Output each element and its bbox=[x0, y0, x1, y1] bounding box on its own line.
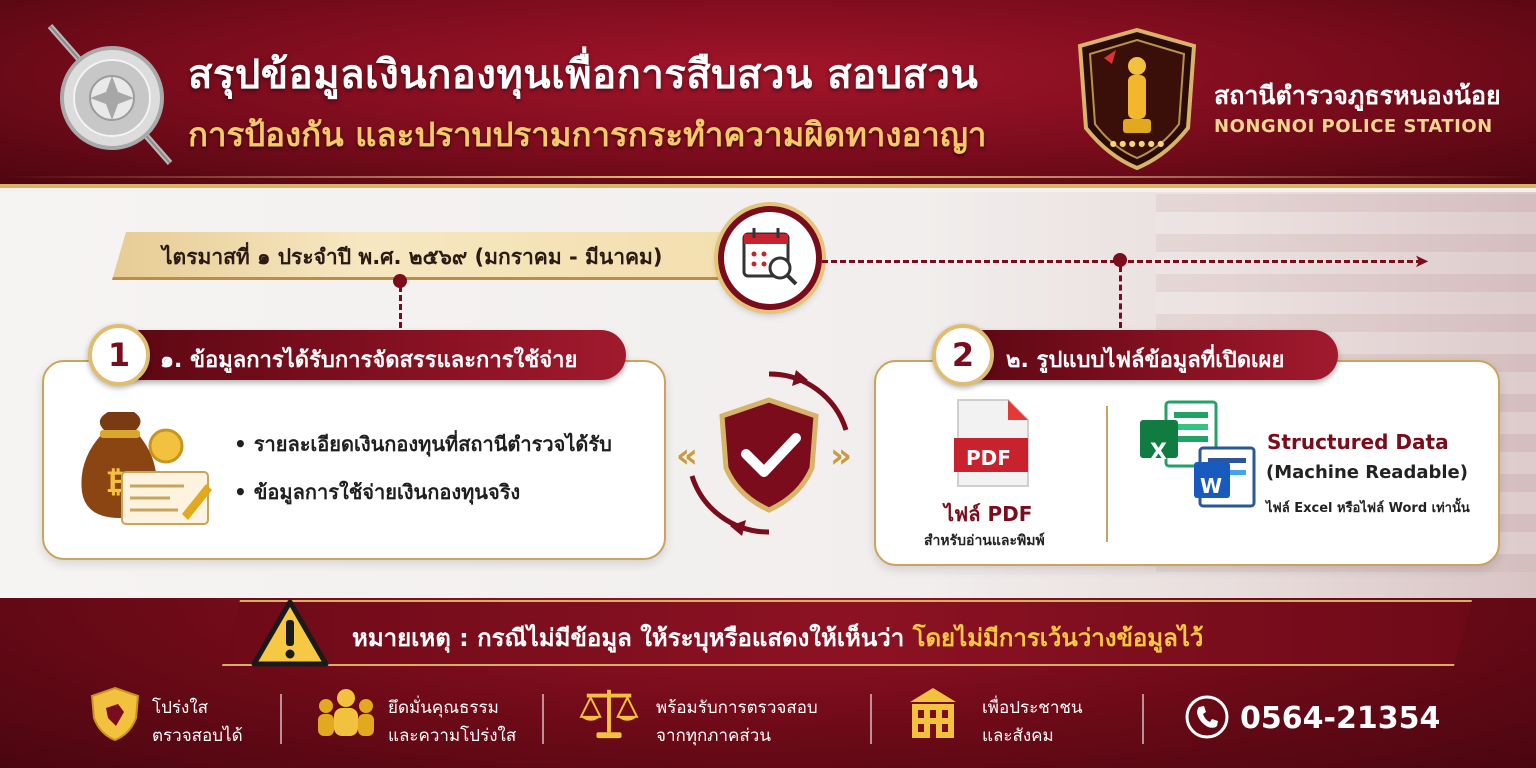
shield-icon bbox=[90, 686, 140, 742]
timeline-arrow-icon: ➤ bbox=[1414, 251, 1430, 272]
footer-item-line2: และสังคม bbox=[982, 726, 1054, 746]
excel-word-icon bbox=[1140, 400, 1256, 508]
note-prefix: หมายเหตุ : กรณีไม่มีข้อมูล ให้ระบุหรือแส… bbox=[352, 624, 913, 652]
police-emblem-icon bbox=[47, 24, 173, 165]
phone-number[interactable]: 0564-21354 bbox=[1240, 701, 1441, 736]
section2-title: ๒. รูปแบบไฟล์ข้อมูลที่เปิดเผย bbox=[1006, 348, 1285, 373]
footer-item-line2: และความโปร่งใส bbox=[388, 726, 517, 746]
quarter-label: ไตรมาสที่ ๑ ประจำปี พ.ศ. ๒๕๖๙ (มกราคม - … bbox=[162, 245, 663, 269]
section1-bullet: • ข้อมูลการใช้จ่ายเงินกองทุนจริง bbox=[234, 480, 521, 504]
excel-letter: X bbox=[1150, 440, 1167, 465]
svg-text:● ● ● ● ● ●: ● ● ● ● ● ● bbox=[1110, 139, 1165, 148]
note-highlight: โดยไม่มีการเว้นว่างข้อมูลไว้ bbox=[912, 624, 1204, 652]
footer-item-line1: พร้อมรับการตรวจสอบ bbox=[656, 698, 818, 718]
pdf-caption: สำหรับอ่านและพิมพ์ bbox=[924, 533, 1045, 549]
shield-check-icon bbox=[689, 370, 849, 536]
footer-separator bbox=[542, 694, 544, 744]
footer-item-line1: ยึดมั่นคุณธรรม bbox=[388, 698, 499, 718]
footer-separator bbox=[870, 694, 872, 744]
footer-item-line1: เพื่อประชาชน bbox=[982, 698, 1083, 718]
structured-subtitle: (Machine Readable) bbox=[1266, 462, 1468, 483]
note-banner bbox=[222, 600, 1472, 666]
scale-icon bbox=[579, 689, 639, 739]
section2-divider bbox=[1106, 406, 1108, 542]
calendar-search-icon bbox=[742, 228, 798, 286]
section1-title: ๑. ข้อมูลการได้รับการจัดสรรและการใช้จ่าย bbox=[160, 348, 578, 373]
footer-item-line2: ตรวจสอบได้ bbox=[152, 726, 243, 746]
word-letter: W bbox=[1200, 474, 1223, 498]
warning-icon bbox=[251, 599, 329, 667]
structured-caption: ไฟล์ Excel หรือไฟล์ Word เท่านั้น bbox=[1266, 501, 1470, 516]
chevron-left-icon: « bbox=[676, 436, 698, 476]
structured-title: Structured Data bbox=[1267, 430, 1449, 454]
chevron-right-icon: » bbox=[830, 436, 852, 476]
pdf-label: ไฟล์ PDF bbox=[944, 502, 1033, 526]
page-title: สรุปข้อมูลเงินกองทุนเพื่อการสืบสวน สอบสว… bbox=[188, 52, 979, 98]
section2-number: 2 bbox=[932, 324, 994, 386]
footer-item-line2: จากทุกภาคส่วน bbox=[656, 726, 771, 746]
people-icon bbox=[318, 689, 374, 736]
section2-header bbox=[960, 330, 1338, 380]
pdf-icon-text: PDF bbox=[966, 446, 1011, 470]
connector-line bbox=[1119, 266, 1122, 328]
page-subtitle: การป้องกัน และปราบปรามการกระทำความผิดทาง… bbox=[188, 115, 987, 154]
phone-icon bbox=[1185, 695, 1229, 739]
timeline-dot bbox=[1113, 253, 1127, 267]
calendar-badge bbox=[718, 206, 822, 310]
pdf-file-icon bbox=[954, 399, 1029, 487]
footer-separator bbox=[280, 694, 282, 744]
building-icon bbox=[910, 688, 956, 738]
note-text: หมายเหตุ : กรณีไม่มีข้อมูล ให้ระบุหรือแส… bbox=[352, 618, 1203, 657]
section1-bullet: • รายละเอียดเงินกองทุนที่สถานีตำรวจได้รั… bbox=[234, 432, 612, 456]
header-banner: สรุปข้อมูลเงินกองทุนเพื่อการสืบสวน สอบสว… bbox=[0, 0, 1536, 188]
quarter-banner bbox=[112, 232, 732, 280]
connector-line bbox=[399, 286, 402, 328]
money-bag-icon: ₿ bbox=[81, 412, 212, 525]
section1-header bbox=[116, 330, 626, 380]
section1-number: 1 bbox=[88, 324, 150, 386]
timeline-dot bbox=[393, 274, 407, 288]
footer-item-line1: โปร่งใส bbox=[152, 698, 209, 718]
police-badge-icon: ● ● ● ● ● ● bbox=[1077, 28, 1197, 170]
footer-separator bbox=[1142, 694, 1144, 744]
station-name-th: สถานีตำรวจภูธรหนองน้อย bbox=[1214, 81, 1501, 110]
station-name-en: NONGNOI POLICE STATION bbox=[1214, 116, 1493, 137]
